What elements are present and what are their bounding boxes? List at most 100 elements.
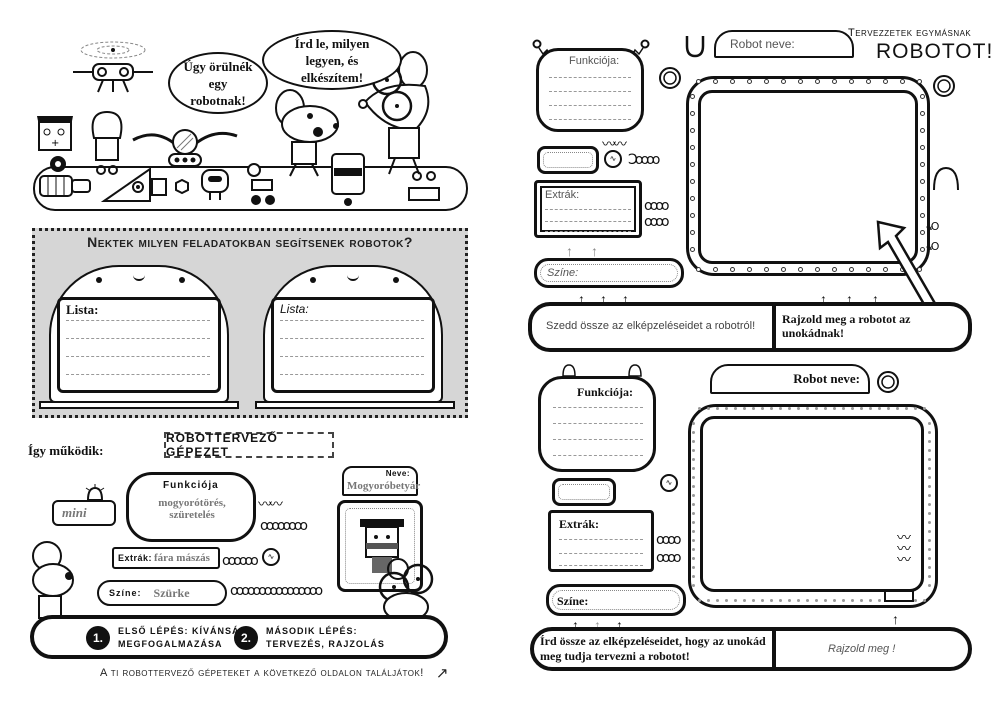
list-input-2[interactable]: [280, 318, 424, 386]
svg-text:+: +: [51, 138, 59, 149]
rivet: [866, 267, 871, 272]
rivet: [743, 599, 746, 602]
smile-icon: [133, 275, 145, 281]
spring-icon: 〰〰: [602, 137, 627, 153]
rivet: [690, 94, 695, 99]
rivet: [692, 431, 695, 434]
rivet: [798, 79, 803, 84]
rivet: [690, 111, 695, 116]
arrow-up-icon: ↑: [572, 617, 579, 633]
rivet: [798, 267, 803, 272]
triangle-robot-icon: [100, 167, 189, 202]
rivet: [743, 407, 746, 410]
header-big: ROBOTOT!: [876, 40, 994, 63]
rivet: [920, 162, 925, 167]
machine-title: ROBOTTERVEZŐ GÉPEZET: [164, 431, 334, 459]
lightbulb-icon: [85, 484, 105, 501]
bar-divider: [772, 631, 776, 667]
rivet: [797, 599, 800, 602]
gauge-icon: [659, 67, 681, 89]
rivet: [690, 247, 695, 252]
arrow-up-icon: ↑: [820, 291, 827, 307]
rivet: [928, 494, 931, 497]
rivet: [928, 431, 931, 434]
name-label: Neve:: [385, 469, 410, 478]
rivet: [734, 599, 737, 602]
mouse-character-icon: [275, 89, 339, 177]
list-input-1[interactable]: [66, 318, 210, 386]
rivet: [692, 566, 695, 569]
rivet: [725, 599, 728, 602]
rivet: [928, 458, 931, 461]
bottom-instruction-bar: Írd össze az elképzeléseidet, hogy az un…: [530, 627, 972, 671]
top-name-label: Robot neve:: [730, 37, 795, 51]
tread-robot-icon: [132, 129, 238, 167]
rivet: [692, 557, 695, 560]
rivet: [692, 476, 695, 479]
rivet: [920, 94, 925, 99]
top-small-screen[interactable]: [537, 146, 599, 174]
rivet: [770, 599, 773, 602]
top-function-screen[interactable]: Funkciója:: [536, 48, 644, 132]
box-robot-icon: +: [37, 116, 73, 172]
lightbulb-icon: [628, 364, 642, 377]
bottom-extras-screen[interactable]: Extrák:: [548, 510, 654, 572]
list-label-2: Lista:: [280, 302, 309, 316]
rivet: [928, 566, 931, 569]
spring-icon: 〰〰〰: [895, 530, 911, 563]
coil-cable-icon: ꝏꝏ: [656, 532, 681, 548]
top-color-box[interactable]: Színe:: [534, 258, 684, 288]
bottom-small-screen[interactable]: [552, 478, 616, 506]
extras-value: fára mászás: [154, 552, 210, 564]
lightbulb-icon: [562, 364, 576, 377]
rivet: [747, 267, 752, 272]
bottom-drawing-area[interactable]: [700, 416, 924, 592]
mouse-helmet-icon: [32, 541, 74, 619]
rivet: [806, 599, 809, 602]
rivet: [692, 422, 695, 425]
rivet: [869, 407, 872, 410]
wave-button-icon: ∿: [262, 548, 280, 566]
extras-label: Extrák:: [118, 553, 153, 563]
rivet: [815, 407, 818, 410]
size-box: mini: [52, 500, 116, 526]
rivet: [917, 267, 922, 272]
rivet: [690, 145, 695, 150]
rivet: [928, 485, 931, 488]
top-extras-screen[interactable]: Extrák:: [534, 180, 642, 238]
rivet: [764, 267, 769, 272]
bottom-bar-left-text: Írd össze az elképzeléseidet, hogy az un…: [540, 634, 766, 663]
rivet: [920, 230, 925, 235]
list-screen-1: Lista:: [57, 297, 221, 393]
top-name-sign[interactable]: Robot neve:: [714, 30, 854, 58]
rivet: [716, 599, 719, 602]
drone-robot-icon: [73, 41, 153, 93]
rivet: [692, 458, 695, 461]
bottom-name-sign[interactable]: Robot neve:: [710, 364, 870, 394]
coil-cable-icon: ꝏꝏꝏ: [222, 553, 259, 569]
arrow-up-icon: ↑: [578, 291, 585, 307]
rivet: [707, 407, 710, 410]
rivet: [692, 467, 695, 470]
spring-icon: ᵥᵥᵥO: [926, 220, 940, 233]
rivet: [920, 128, 925, 133]
bottom-function-screen[interactable]: Funkciója:: [538, 376, 656, 472]
rivet: [815, 267, 820, 272]
rivet: [690, 230, 695, 235]
header-small: Tervezzetek egymásnak: [848, 27, 972, 39]
extras-box: Extrák: fára mászás: [112, 547, 220, 569]
rivet: [815, 599, 818, 602]
bottom-function-label: Funkciója:: [577, 385, 634, 399]
spring-icon: 〰〰: [258, 497, 283, 513]
rivet: [692, 449, 695, 452]
top-instruction-bar: Szedd össze az elképzeléseidet a robotró…: [528, 302, 972, 352]
rivet: [900, 79, 905, 84]
footer-note: A ti robottervező gépeteket a következő …: [100, 665, 449, 682]
name-sign: Neve: Mogyoróbetyár: [342, 466, 420, 496]
rivet: [725, 407, 728, 410]
magnet-icon: [685, 36, 705, 58]
arrow-up-icon: ↑: [600, 291, 607, 307]
spring-icon: ᵥᵥᵥO: [926, 240, 940, 253]
bottom-color-box[interactable]: Színe:: [546, 584, 686, 616]
rivet: [920, 111, 925, 116]
